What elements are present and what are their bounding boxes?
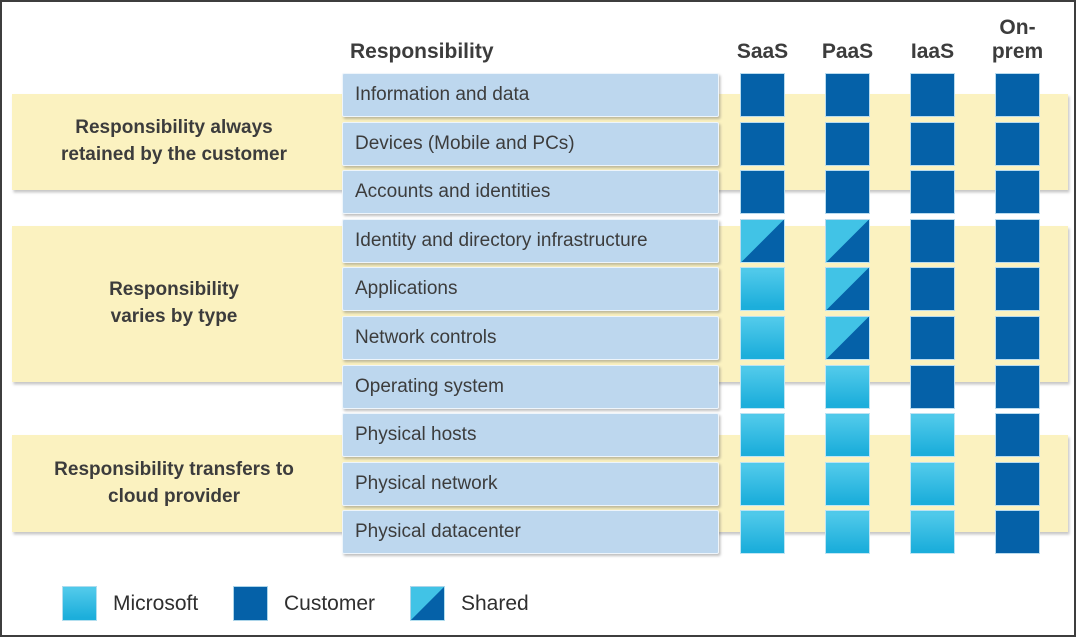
tile-customer <box>995 413 1040 457</box>
tile-customer <box>910 122 955 166</box>
tile-customer <box>740 170 785 214</box>
legend: Microsoft Customer Shared <box>2 586 1074 622</box>
tile-customer <box>995 170 1040 214</box>
tile-microsoft <box>740 365 785 409</box>
legend-label: Microsoft <box>113 591 199 615</box>
row-chip: Network controls <box>342 316 719 360</box>
tile-microsoft <box>740 267 785 311</box>
legend-item-shared: Shared <box>410 586 529 621</box>
tile-customer <box>995 510 1040 554</box>
tile-customer <box>825 170 870 214</box>
column-header-iaas: IaaS <box>910 39 955 63</box>
row-chip: Accounts and identities <box>342 170 719 214</box>
row-chip: Physical datacenter <box>342 510 719 554</box>
tile-customer <box>910 73 955 117</box>
tile-microsoft <box>910 462 955 506</box>
tile-shared <box>825 219 870 263</box>
tile-customer <box>740 122 785 166</box>
row-chip: Information and data <box>342 73 719 117</box>
tile-customer <box>995 73 1040 117</box>
tile-customer <box>995 267 1040 311</box>
tile-shared <box>740 219 785 263</box>
tile-customer <box>995 462 1040 506</box>
group-label: Responsibility varies by type <box>109 279 239 327</box>
group-label: Responsibility transfers to cloud provid… <box>54 458 294 507</box>
tile-customer <box>825 122 870 166</box>
legend-item-microsoft: Microsoft <box>62 586 198 621</box>
legend-label: Shared <box>461 591 529 615</box>
tile-customer <box>910 316 955 360</box>
tile-microsoft <box>825 510 870 554</box>
legend-swatch-shared <box>410 586 445 621</box>
tile-microsoft <box>910 510 955 554</box>
row-chip: Applications <box>342 267 719 311</box>
tile-microsoft <box>825 365 870 409</box>
tile-customer <box>825 73 870 117</box>
legend-swatch-microsoft <box>62 586 97 621</box>
responsibility-column-title: Responsibility <box>350 40 494 63</box>
tile-customer <box>995 122 1040 166</box>
tile-customer <box>995 219 1040 263</box>
row-chip: Devices (Mobile and PCs) <box>342 122 719 166</box>
tile-shared <box>825 316 870 360</box>
column-header-paas: PaaS <box>821 39 874 63</box>
column-header-on-prem: On-prem <box>991 15 1044 63</box>
row-chip: Operating system <box>342 365 719 409</box>
tile-microsoft <box>825 462 870 506</box>
column-header-saas: SaaS <box>736 39 789 63</box>
tile-customer <box>995 365 1040 409</box>
tile-microsoft <box>740 413 785 457</box>
tile-microsoft <box>740 510 785 554</box>
tile-microsoft <box>740 462 785 506</box>
tile-customer <box>910 365 955 409</box>
row-chip: Identity and directory infrastructure <box>342 219 719 263</box>
legend-swatch-customer <box>233 586 268 621</box>
tile-microsoft <box>740 316 785 360</box>
tile-microsoft <box>825 413 870 457</box>
legend-label: Customer <box>284 591 376 615</box>
legend-item-customer: Customer <box>233 586 375 621</box>
tile-shared <box>825 267 870 311</box>
group-label: Responsibility always retained by the cu… <box>61 117 287 165</box>
tile-customer <box>910 267 955 311</box>
row-chip: Physical network <box>342 462 719 506</box>
tile-microsoft <box>910 413 955 457</box>
tile-customer <box>740 73 785 117</box>
row-chip: Physical hosts <box>342 413 719 457</box>
tile-customer <box>910 219 955 263</box>
tile-customer <box>995 316 1040 360</box>
tile-customer <box>910 170 955 214</box>
